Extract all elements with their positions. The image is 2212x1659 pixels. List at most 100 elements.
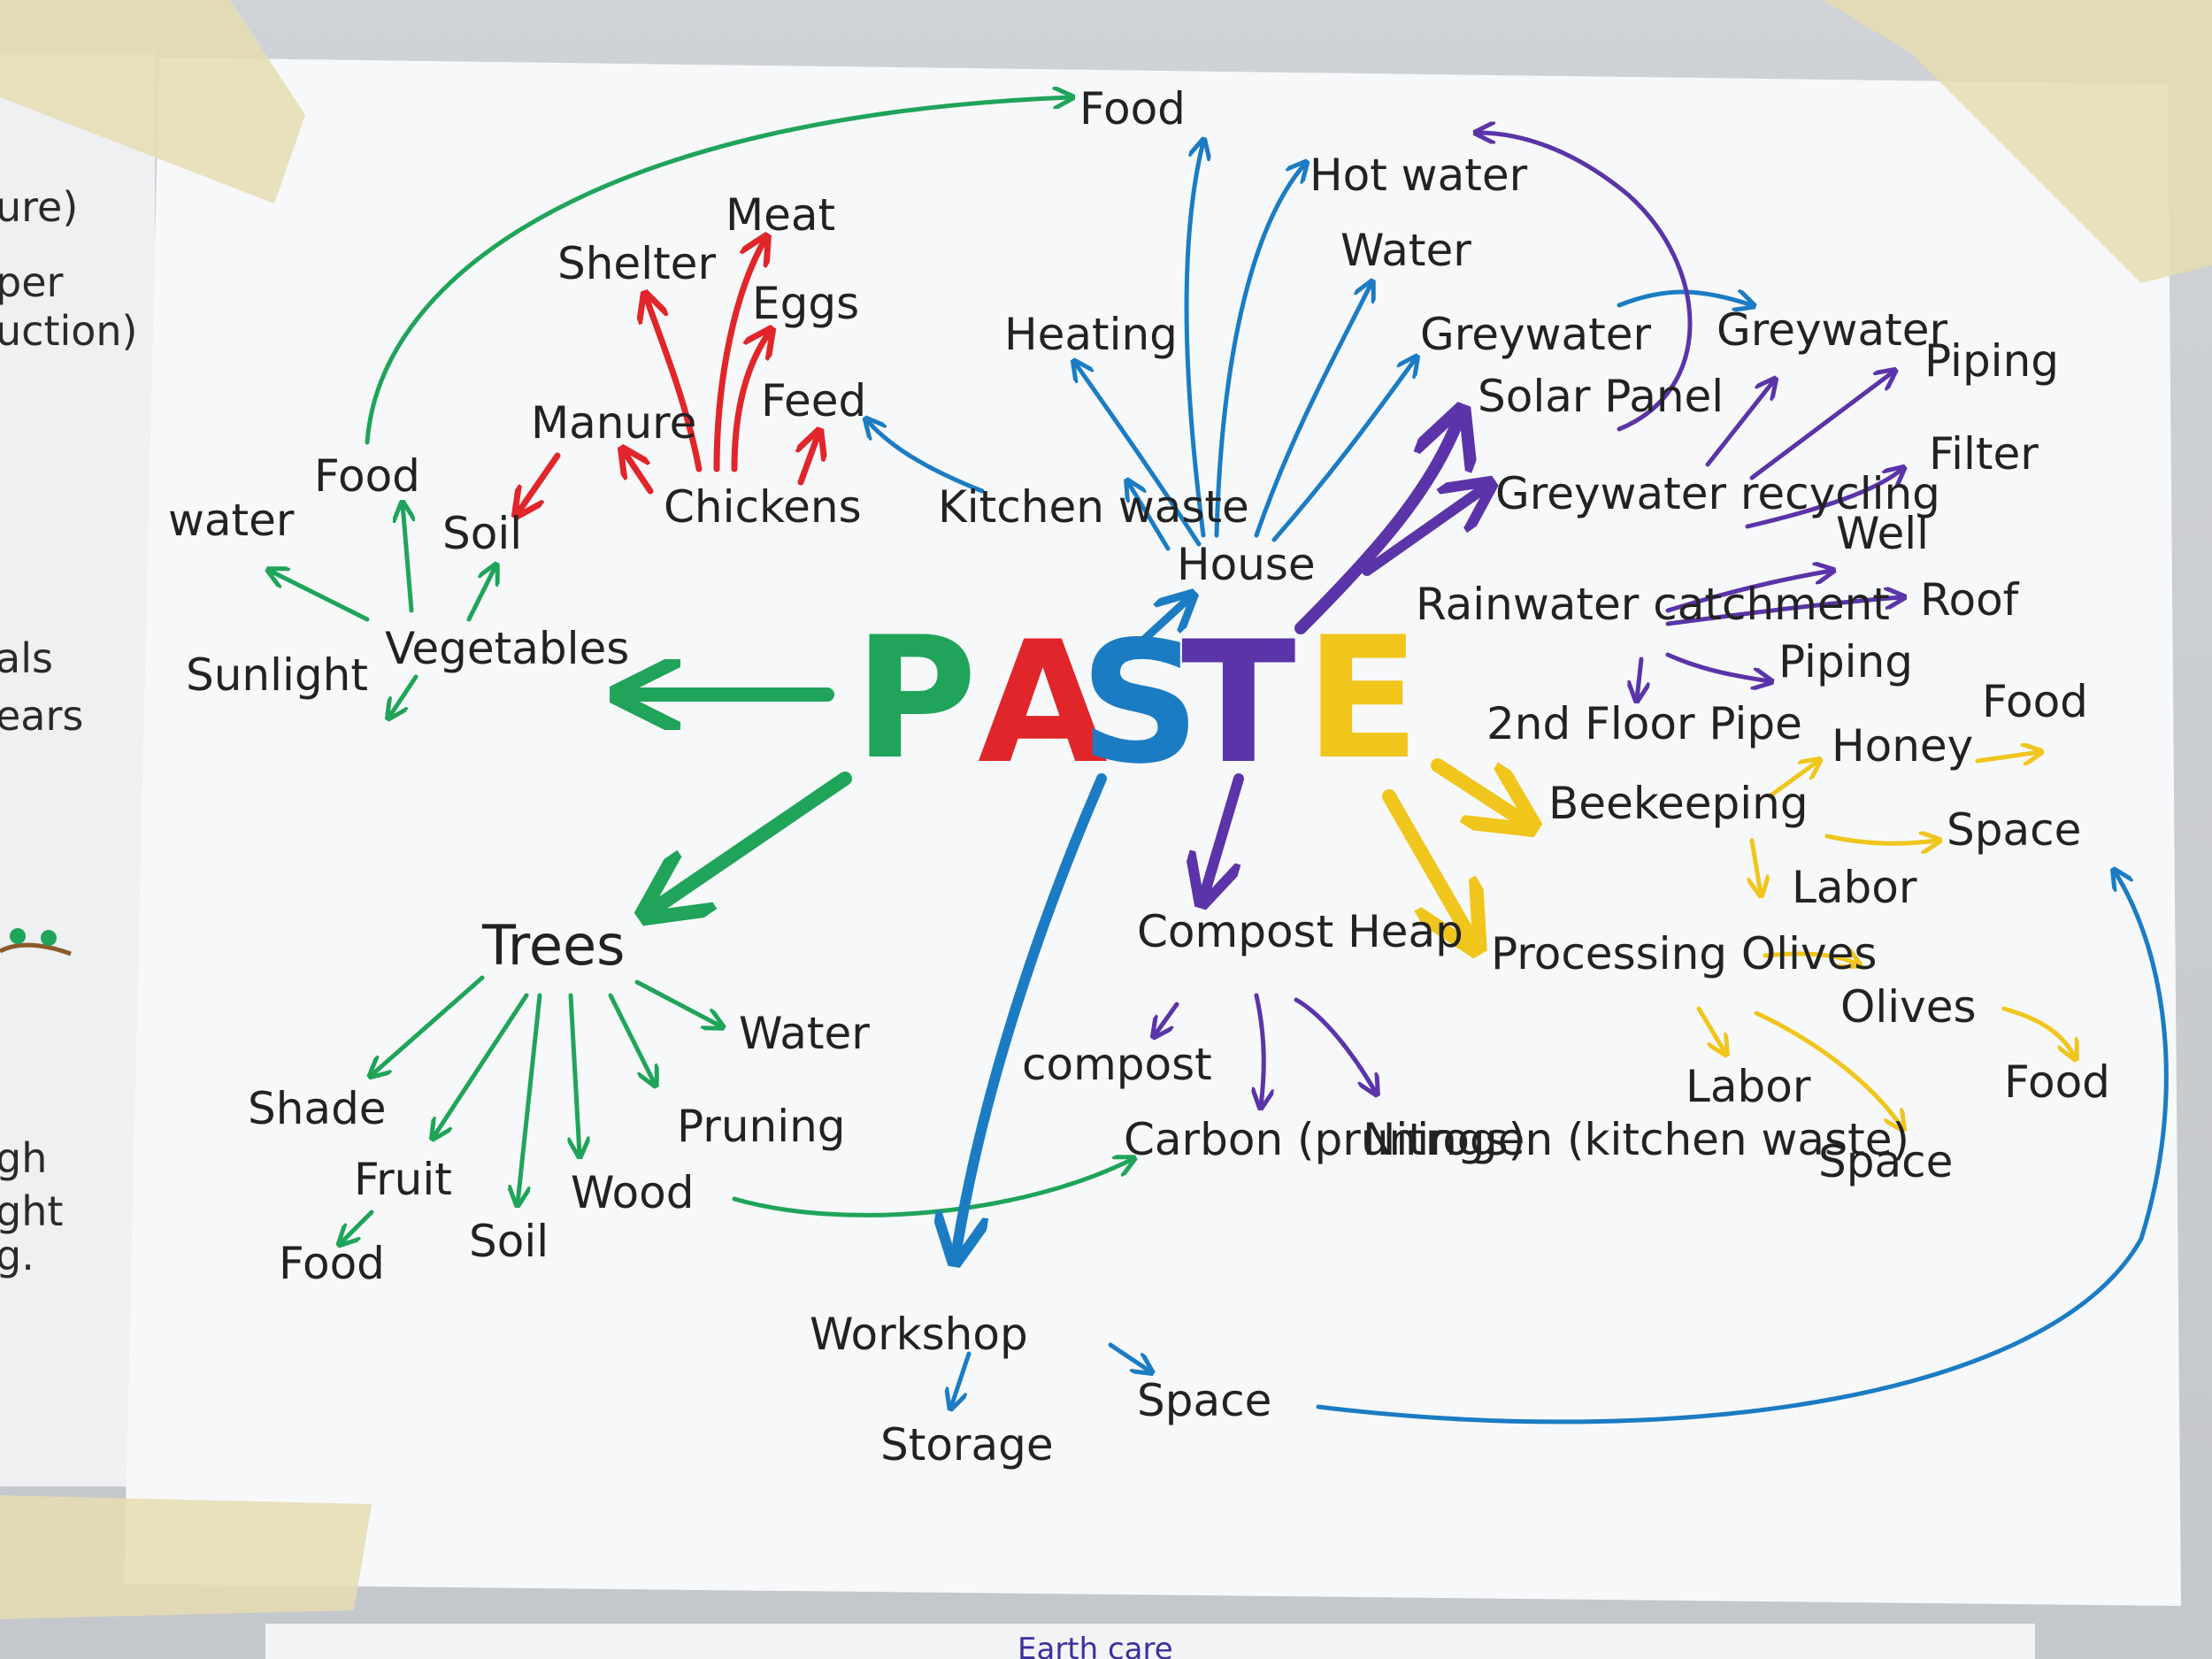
node-greywater-b: Greywater	[1717, 304, 1947, 356]
title-letter-a: A	[978, 605, 1108, 801]
edge-greywater-greywater	[1617, 292, 1752, 305]
node-processing-olives: Processing Olives	[1491, 928, 1877, 979]
node-feed: Feed	[761, 375, 866, 426]
node-shelter: Shelter	[557, 238, 716, 289]
edge-wood-carbon	[732, 1159, 1133, 1217]
edge-bee-labor	[1752, 838, 1761, 894]
node-compost-heap: Compost Heap	[1137, 906, 1463, 957]
node-food-olives: Food	[2004, 1056, 2110, 1108]
edge-t-greywater-recycling	[1362, 487, 1486, 576]
tape-top-left	[0, 0, 305, 204]
edge-e-processing	[1382, 789, 1473, 942]
title-letter-e: E	[1305, 601, 1420, 796]
node-carbon: Carbon (prunings)	[1124, 1114, 1525, 1165]
sprout-doodle	[0, 942, 72, 956]
edge-s-workshop	[956, 773, 1107, 1256]
node-kitchen-waste: Kitchen waste	[938, 481, 1249, 533]
left-fragment-8: g.	[0, 1232, 35, 1279]
edge-heap-nitrogen	[1294, 997, 1376, 1093]
edge-recycling-filter	[1745, 469, 1902, 529]
node-storage: Storage	[880, 1419, 1054, 1471]
node-workshop: Workshop	[810, 1309, 1028, 1360]
edge-trees-shade	[372, 975, 485, 1075]
edge-solar-hot-water	[1478, 133, 1693, 432]
edge-honey-food	[1975, 752, 2039, 761]
edge-rain-roof	[1665, 597, 1902, 626]
node-soil-veg: Soil	[442, 508, 522, 559]
edge-proc-labor	[1696, 1006, 1725, 1053]
node-food-honey: Food	[1982, 676, 2088, 727]
edge-trees-water	[634, 979, 721, 1026]
edge-veg-food	[403, 504, 411, 613]
edge-fruit-food	[341, 1210, 374, 1243]
edge-t-solar	[1294, 416, 1460, 634]
title-letter-p: P	[854, 601, 977, 796]
node-space-bee: Space	[1947, 804, 2081, 856]
edge-workshop-space	[1108, 1342, 1150, 1371]
tape-bottom-left	[0, 1495, 372, 1619]
node-floor-pipe: 2nd Floor Pipe	[1486, 698, 1802, 749]
left-fragment-6: gh	[0, 1134, 47, 1182]
node-house: House	[1177, 539, 1316, 590]
edge-veg-water	[270, 571, 370, 622]
node-chickens: Chickens	[664, 481, 862, 533]
left-adjacent-sheet	[0, 53, 155, 1486]
node-pruning: Pruning	[677, 1101, 846, 1152]
edge-p-trees	[650, 772, 852, 911]
node-shade: Shade	[248, 1083, 387, 1134]
node-greywater-recycling: Greywater recycling	[1495, 468, 1940, 519]
edge-house-water	[1254, 283, 1371, 538]
node-honey: Honey	[1832, 720, 1973, 772]
sprout-leaf-1	[10, 928, 26, 944]
title-letter-t: T	[1181, 605, 1296, 801]
node-food-veg: Food	[314, 450, 420, 502]
left-fragment-4: als	[0, 634, 53, 682]
node-nitrogen: Nitrogen (kitchen waste)	[1363, 1114, 1909, 1165]
node-soil-trees: Soil	[469, 1216, 549, 1267]
edge-chickens-shelter	[646, 296, 703, 472]
node-space-olives: Space	[1818, 1136, 1953, 1187]
edge-chickens-eggs	[731, 332, 770, 472]
node-water-house: Water	[1340, 225, 1471, 276]
edge-proc-space	[1754, 1010, 1902, 1128]
edge-bee-honey	[1767, 761, 1818, 799]
edge-house-greywater	[1271, 358, 1416, 542]
left-fragment-5: ears	[0, 692, 83, 740]
node-roof: Roof	[1920, 574, 2020, 626]
edge-veg-sunlight	[389, 674, 419, 717]
edge-chickens-manure	[624, 451, 654, 495]
node-water-veg: water	[168, 495, 295, 546]
edge-e-beekeeping	[1431, 758, 1526, 823]
edge-trees-soil	[518, 993, 542, 1203]
node-meat: Meat	[726, 189, 835, 241]
edge-bee-space	[1824, 836, 1938, 843]
node-labor-olives: Labor	[1686, 1061, 1811, 1112]
node-labor-bee: Labor	[1792, 862, 1917, 913]
sprout-leaf-2	[41, 930, 57, 946]
edge-trees-pruning	[608, 993, 655, 1084]
edge-rain-well	[1665, 571, 1832, 613]
footer-scribble: Earth care	[1018, 1632, 1173, 1659]
node-sunlight: Sunlight	[186, 649, 368, 701]
edge-kitchen-feed	[867, 420, 985, 494]
left-fragment-7: ght	[0, 1187, 63, 1235]
left-fragment-3: uction)	[0, 307, 138, 355]
edge-space-space	[1316, 872, 2169, 1425]
node-vegetables: Vegetables	[385, 623, 629, 674]
node-solar-panel: Solar Panel	[1478, 371, 1724, 422]
node-fruit: Fruit	[354, 1154, 452, 1205]
node-piping-b: Piping	[1778, 636, 1913, 687]
node-filter: Filter	[1929, 428, 2039, 480]
bottom-sheet	[265, 1624, 2035, 1659]
edge-house-food	[1184, 142, 1203, 538]
node-olives: Olives	[1840, 981, 1977, 1033]
edge-s-house	[1133, 597, 1190, 650]
title-letter-s: S	[1079, 605, 1201, 801]
node-wood: Wood	[571, 1167, 694, 1218]
node-greywater-a: Greywater	[1420, 309, 1651, 360]
node-rainwater: Rainwater catchment	[1416, 579, 1890, 630]
node-heating: Heating	[1004, 309, 1178, 360]
edge-chickens-feed	[801, 434, 818, 486]
